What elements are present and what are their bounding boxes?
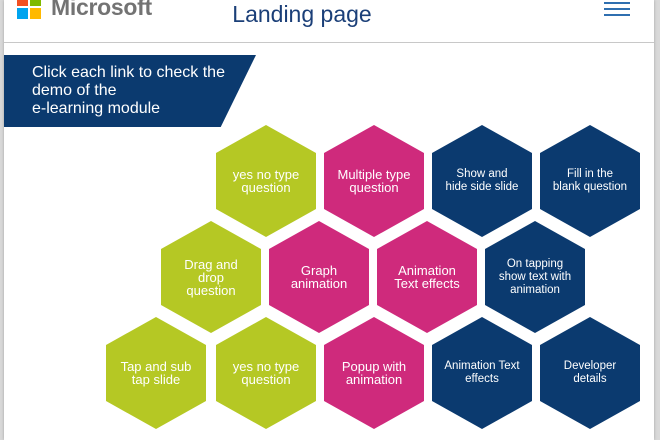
tile-label: Developer details xyxy=(563,360,617,385)
tile-label: yes no type question xyxy=(232,167,300,195)
tile-graph-animation[interactable]: Graph animation xyxy=(269,221,369,333)
tile-developer-details[interactable]: Developer details xyxy=(540,317,640,429)
instruction-line-1: Click each link to check the xyxy=(32,64,225,81)
tile-label: Graph animation xyxy=(290,263,348,291)
tile-animation-text-effects-2[interactable]: Animation Text effects xyxy=(432,317,532,429)
microsoft-logo: Microsoft xyxy=(17,0,152,20)
instruction-text: Click each link to check the demo of the… xyxy=(32,64,262,118)
tile-label: Fill in the blank question xyxy=(552,168,628,193)
tile-yes-no-question-1[interactable]: yes no type question xyxy=(216,125,316,237)
tile-label: Popup with animation xyxy=(341,359,407,387)
tile-label: On tapping show text with animation xyxy=(498,257,572,296)
tile-show-hide-side-slide[interactable]: Show and hide side slide xyxy=(432,125,532,237)
brand-name: Microsoft xyxy=(51,0,152,20)
tile-fill-in-blank-question[interactable]: Fill in the blank question xyxy=(540,125,640,237)
tile-label: Tap and sub tap slide xyxy=(120,359,192,387)
tile-label: yes no type question xyxy=(232,359,300,387)
microsoft-logo-icon xyxy=(17,0,41,19)
tile-animation-text-effects-1[interactable]: Animation Text effects xyxy=(377,221,477,333)
tile-multiple-type-question[interactable]: Multiple type question xyxy=(324,125,424,237)
tile-label: Animation Text effects xyxy=(394,263,460,291)
instruction-line-2: demo of the xyxy=(32,82,117,99)
tile-tap-show-text-animation[interactable]: On tapping show text with animation xyxy=(485,221,585,333)
header-bar: Microsoft Landing page xyxy=(4,0,654,43)
page-title-text: Landing page xyxy=(232,1,372,27)
tile-label: Drag and drop question xyxy=(184,256,238,298)
instruction-line-3: e-learning module xyxy=(32,100,161,117)
tile-tap-sub-tap-slide[interactable]: Tap and sub tap slide xyxy=(106,317,206,429)
page-title: Landing page xyxy=(4,0,654,28)
instruction-banner xyxy=(4,55,256,127)
tile-drag-drop-question[interactable]: Drag and drop question xyxy=(161,221,261,333)
tile-label: Show and hide side slide xyxy=(445,168,519,193)
tile-yes-no-question-2[interactable]: yes no type question xyxy=(216,317,316,429)
tile-label: Animation Text effects xyxy=(444,360,520,385)
tile-popup-with-animation[interactable]: Popup with animation xyxy=(324,317,424,429)
hamburger-menu-icon[interactable] xyxy=(604,0,630,18)
tile-label: Multiple type question xyxy=(337,167,411,195)
landing-page: Microsoft Landing page Click each link t… xyxy=(4,0,654,440)
